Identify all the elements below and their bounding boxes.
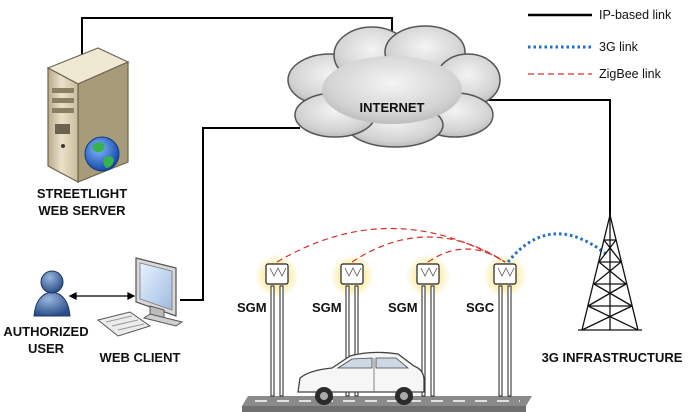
g3-link-sgc-tower: [506, 232, 607, 263]
pole-label: SGM: [388, 300, 418, 315]
internet-label: INTERNET: [360, 100, 425, 115]
user-icon: [33, 270, 71, 317]
pole-label: SGC: [466, 300, 495, 315]
user-label-line2: USER: [28, 341, 65, 356]
zigbee-link-sgm1-sgc: [276, 227, 506, 263]
pole-sgc: [483, 254, 527, 397]
streetlight-lamp-icon: [340, 263, 364, 285]
road: [242, 396, 532, 412]
zigbee-link-sgm3-sgc: [427, 248, 506, 263]
pole-sgm-2: [330, 254, 374, 397]
tower-label: 3G INFRASTRUCTURE: [542, 350, 683, 365]
server-label-line2: WEB SERVER: [38, 203, 126, 218]
streetlight-lamp-icon: [416, 263, 440, 285]
legend-label: ZigBee link: [599, 67, 662, 81]
pole-sgm-1: [255, 254, 299, 397]
zigbee-link-sgm2-sgc: [351, 236, 506, 263]
pole-label: SGM: [312, 300, 342, 315]
keyboard-icon: [96, 311, 152, 337]
monitor-icon: [135, 257, 184, 327]
legend-label: IP-based link: [599, 8, 672, 22]
pole-label: SGM: [237, 300, 267, 315]
user-label-line1: AUTHORIZED: [3, 324, 88, 339]
streetlight-lamp-icon: [493, 263, 517, 285]
cell-tower-icon: [578, 212, 642, 331]
ip-link-internet-tower: [470, 99, 611, 220]
pole-sgm-3: [406, 254, 450, 397]
cloud-icon: [287, 25, 501, 148]
user-client-link: [68, 292, 136, 300]
legend: IP-based link 3G link ZigBee link: [528, 8, 672, 81]
client-label: WEB CLIENT: [100, 350, 181, 365]
streetlight-lamp-icon: [265, 263, 289, 285]
globe-icon: [84, 136, 120, 172]
server-label-line1: STREETLIGHT: [37, 186, 127, 201]
zigbee-links: [276, 227, 506, 263]
streetlight-poles: [255, 254, 527, 397]
ip-link-client-internet: [180, 127, 300, 301]
legend-label: 3G link: [599, 40, 639, 54]
car-icon: [297, 351, 425, 405]
